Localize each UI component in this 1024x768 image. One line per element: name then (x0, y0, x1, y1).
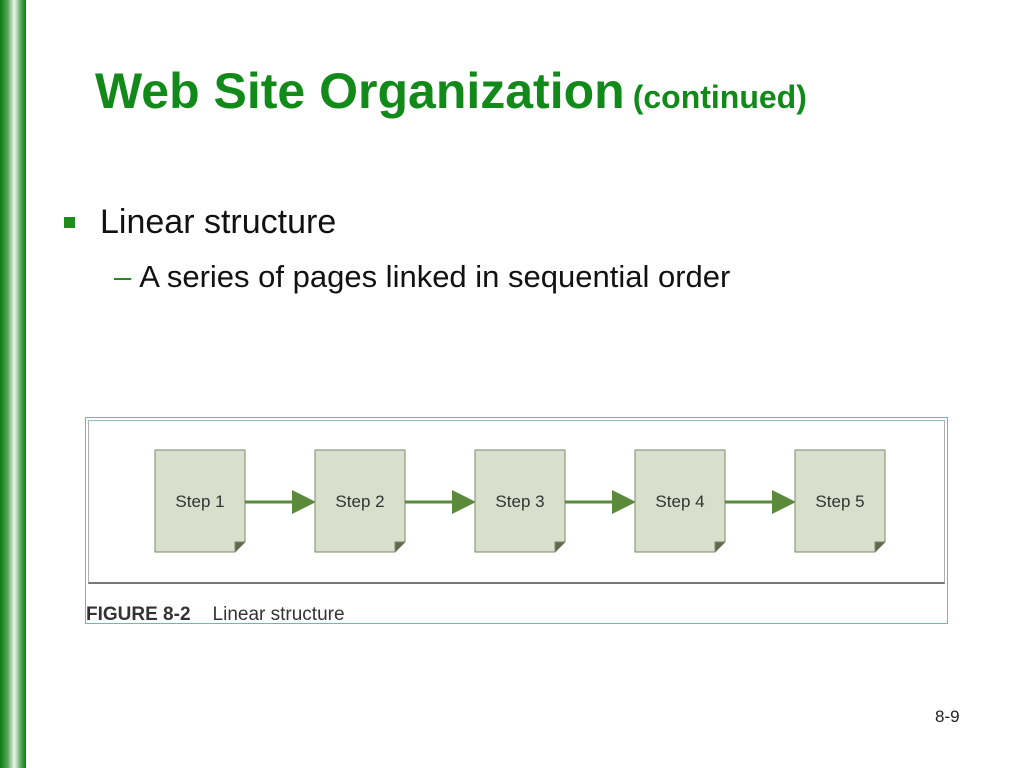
page-node-step-3: Step 3 (474, 449, 566, 553)
title-suffix: (continued) (632, 79, 807, 115)
bullet-linear-structure: Linear structure (64, 203, 336, 242)
step-label: Step 3 (495, 492, 544, 511)
sub-bullet: –A series of pages linked in sequential … (114, 259, 730, 295)
linear-structure-diagram: Step 1 Step 2 Step 3 Step 4 Step 5 (154, 449, 886, 553)
page-node-step-2: Step 2 (314, 449, 406, 553)
decorative-side-bar (0, 0, 26, 768)
page-corner-fold (714, 541, 725, 552)
sub-bullet-text: A series of pages linked in sequential o… (139, 259, 731, 294)
figure-caption-text: Linear structure (212, 604, 345, 625)
bullet-text: Linear structure (100, 203, 337, 241)
step-label: Step 4 (655, 492, 704, 511)
page-node-step-4: Step 4 (634, 449, 726, 553)
page-number: 8-9 (935, 707, 960, 726)
figure-label: FIGURE 8-2 (86, 604, 191, 625)
step-label: Step 2 (335, 492, 384, 511)
step-label: Step 5 (815, 492, 864, 511)
title-main: Web Site Organization (95, 63, 625, 119)
figure-caption: FIGURE 8-2 Linear structure (86, 604, 345, 626)
page-corner-fold (554, 541, 565, 552)
square-bullet-icon (64, 217, 75, 228)
figure-linear-structure: Step 1 Step 2 Step 3 Step 4 Step 5 FIGURE 8-… (85, 417, 948, 626)
dash-bullet-icon: – (114, 259, 132, 294)
slide-title: Web Site Organization(continued) (95, 62, 807, 120)
step-label: Step 1 (175, 492, 224, 511)
page-corner-fold (234, 541, 245, 552)
page-node-step-1: Step 1 (154, 449, 246, 553)
page-corner-fold (874, 541, 885, 552)
page-node-step-5: Step 5 (794, 449, 886, 553)
diagram-area: Step 1 Step 2 Step 3 Step 4 Step 5 (88, 420, 945, 584)
page-corner-fold (394, 541, 405, 552)
